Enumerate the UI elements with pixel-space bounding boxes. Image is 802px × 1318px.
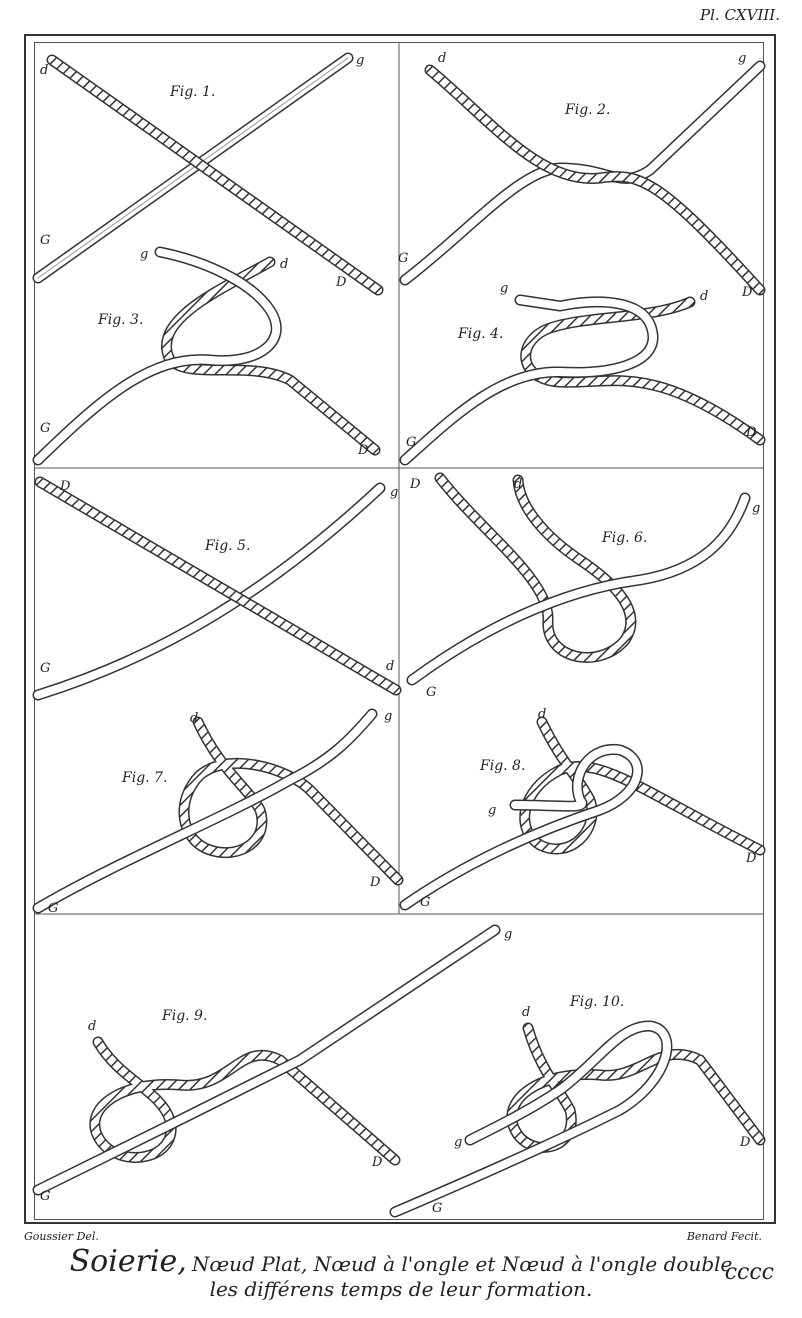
fig-9-end-D: D	[371, 1155, 383, 1170]
fig-2-label: Fig. 2.	[564, 102, 610, 118]
fig-6-end-G: G	[426, 685, 436, 700]
rope-end-labels: d g G D d g G D g d G D g d G D D g G d …	[40, 51, 760, 1216]
caption-line-1: Nœud Plat, Nœud à l'ongle et Nœud à l'on…	[192, 1252, 732, 1276]
fig-9-end-g: g	[504, 927, 512, 942]
fig-7-label: Fig. 7.	[121, 770, 167, 786]
fig-1-end-d: d	[40, 63, 48, 78]
fig-8-end-G: G	[420, 895, 430, 910]
fig-5-end-D: D	[59, 479, 71, 494]
fig-3-end-D: D	[357, 443, 369, 458]
fig-5-end-g: g	[390, 485, 398, 500]
fig-7-end-g: g	[384, 709, 392, 724]
fig-9-end-G: G	[40, 1189, 50, 1204]
figure-5-rope-smooth	[38, 488, 380, 695]
figure-10-rope-smooth	[395, 1026, 667, 1212]
fig-2-end-D: D	[741, 285, 753, 300]
fig-1-end-G: G	[40, 233, 50, 248]
plate-caption: Soierie, Nœud Plat, Nœud à l'ongle et Nœ…	[0, 1244, 802, 1301]
fig-7-end-G: G	[48, 901, 58, 916]
fig-6-end-D: D	[409, 477, 421, 492]
caption-line-2: les différens temps de leur formation.	[0, 1277, 802, 1301]
fig-4-label: Fig. 4.	[457, 326, 503, 342]
fig-4-end-G: G	[406, 435, 416, 450]
fig-1-end-D: D	[335, 275, 347, 290]
figure-5-rope-twisted	[40, 482, 396, 690]
fig-3-label: Fig. 3.	[97, 312, 143, 328]
figure-7-rope-twisted	[184, 722, 398, 880]
fig-2-end-d: d	[438, 51, 446, 66]
credit-draftsman: Goussier Del.	[24, 1230, 99, 1243]
fig-8-label: Fig. 8.	[479, 758, 525, 774]
fig-8-end-g: g	[488, 803, 496, 818]
caption-volume-mark: cccc	[725, 1260, 774, 1285]
fig-7-end-d: d	[190, 711, 198, 726]
fig-9-end-d: d	[88, 1019, 96, 1034]
fig-2-end-G: G	[398, 251, 408, 266]
fig-5-label: Fig. 5.	[204, 538, 250, 554]
credit-engraver: Benard Fecit.	[687, 1230, 762, 1243]
fig-6-label: Fig. 6.	[601, 530, 647, 546]
figure-8-rope-twisted	[525, 722, 760, 850]
fig-5-end-G: G	[40, 661, 50, 676]
fig-6-end-d: d	[514, 477, 522, 492]
fig-10-end-g: g	[454, 1135, 462, 1150]
fig-4-end-d: d	[700, 289, 708, 304]
fig-7-end-D: D	[369, 875, 381, 890]
fig-10-end-G: G	[432, 1201, 442, 1216]
fig-3-end-G: G	[40, 421, 50, 436]
fig-6-end-g: g	[752, 501, 760, 516]
figure-6-rope-twisted	[440, 478, 631, 657]
fig-10-label: Fig. 10.	[569, 994, 624, 1010]
fig-8-end-D: D	[745, 851, 757, 866]
fig-3-end-g: g	[140, 247, 148, 262]
fig-1-label: Fig. 1.	[169, 84, 215, 100]
fig-1-end-g: g	[356, 53, 364, 68]
fig-10-end-D: D	[739, 1135, 751, 1150]
caption-title: Soierie,	[70, 1244, 187, 1279]
fig-4-end-D: D	[745, 425, 757, 440]
fig-8-end-d: d	[538, 707, 546, 722]
fig-5-end-d: d	[386, 659, 394, 674]
fig-4-end-g: g	[500, 281, 508, 296]
fig-10-end-d: d	[522, 1005, 530, 1020]
fig-2-end-g: g	[738, 51, 746, 66]
figure-3-rope-smooth	[38, 252, 276, 460]
figure-10-rope-twisted	[512, 1028, 760, 1147]
fig-9-label: Fig. 9.	[161, 1008, 207, 1024]
fig-3-end-d: d	[280, 257, 288, 272]
